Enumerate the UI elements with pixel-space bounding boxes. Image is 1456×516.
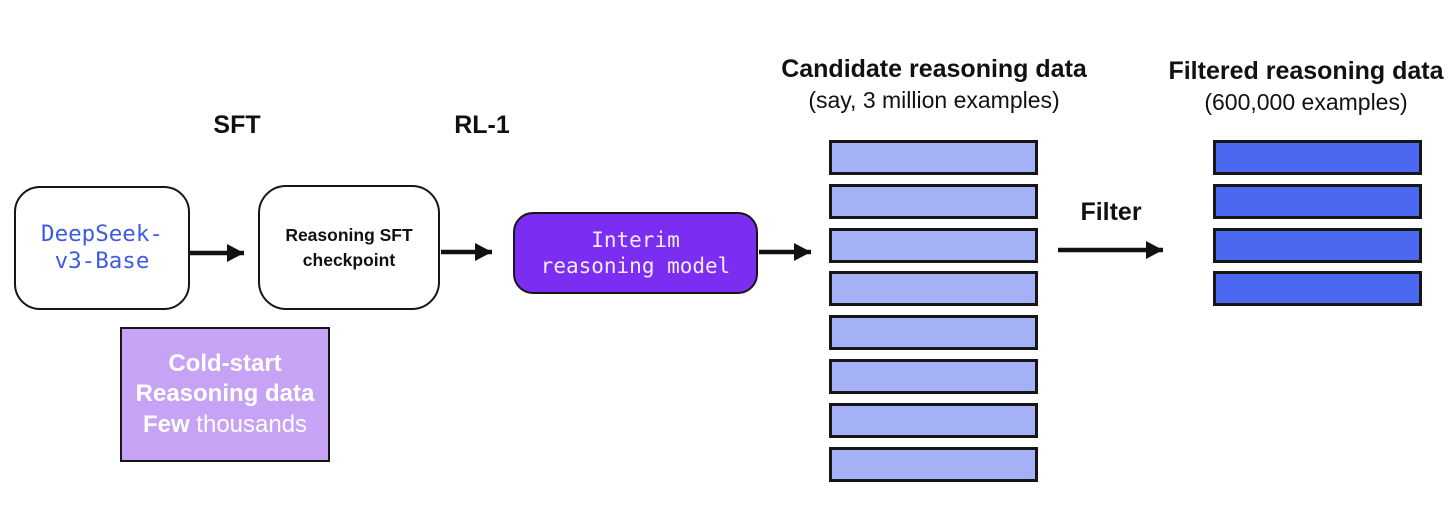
- candidate-bar-stack: [829, 140, 1038, 482]
- filtered-data-bar: [1213, 140, 1422, 175]
- node-label-line: DeepSeek-: [41, 221, 163, 247]
- stage-label-filter: Filter: [1080, 198, 1142, 226]
- candidate-data-bar: [829, 227, 1038, 263]
- node-label-line: Few thousands: [143, 410, 307, 441]
- candidate-data-bar: [829, 446, 1038, 482]
- candidate-stack-subtitle: (say, 3 million examples): [808, 87, 1060, 113]
- cold-start-count-bold: Few: [142, 410, 190, 438]
- cold-start-count-regular: thousands: [196, 410, 308, 438]
- filtered-data-bar: [1213, 227, 1422, 263]
- candidate-data-bar: [829, 402, 1038, 438]
- filtered-stack-title: Filtered reasoning data: [1168, 57, 1444, 85]
- node-reasoning-sft-checkpoint: Reasoning SFT checkpoint: [258, 185, 440, 310]
- filtered-bar-stack: [1213, 140, 1422, 307]
- node-label-line: Cold-start: [168, 349, 282, 377]
- filtered-stack-subtitle: (600,000 examples): [1204, 89, 1408, 115]
- stage-label-rl1: RL-1: [454, 111, 510, 139]
- node-deepseek-v3-base: DeepSeek- v3-Base: [14, 186, 190, 310]
- candidate-stack-title: Candidate reasoning data: [781, 55, 1087, 83]
- candidate-data-bar: [829, 358, 1038, 394]
- node-cold-start-reasoning-data: Cold-start Reasoning data Few thousands: [120, 327, 330, 462]
- filtered-stack-header: Filtered reasoning data (600,000 example…: [1126, 56, 1456, 116]
- node-label-line: Reasoning SFT: [285, 224, 413, 245]
- node-label-line: Reasoning data: [135, 380, 315, 408]
- node-label-line: checkpoint: [302, 249, 396, 270]
- node-label-line: v3-Base: [54, 248, 150, 274]
- node-label-line: Interim: [591, 228, 680, 252]
- candidate-data-bar: [829, 140, 1038, 175]
- stage-label-sft: SFT: [213, 111, 261, 139]
- candidate-stack-header: Candidate reasoning data (say, 3 million…: [754, 54, 1114, 114]
- node-label-line: reasoning model: [540, 254, 731, 278]
- candidate-data-bar: [829, 271, 1038, 307]
- candidate-data-bar: [829, 183, 1038, 219]
- node-interim-reasoning-model: Interim reasoning model: [513, 212, 758, 294]
- filtered-data-bar: [1213, 183, 1422, 219]
- filtered-data-bar: [1213, 271, 1422, 307]
- candidate-data-bar: [829, 315, 1038, 351]
